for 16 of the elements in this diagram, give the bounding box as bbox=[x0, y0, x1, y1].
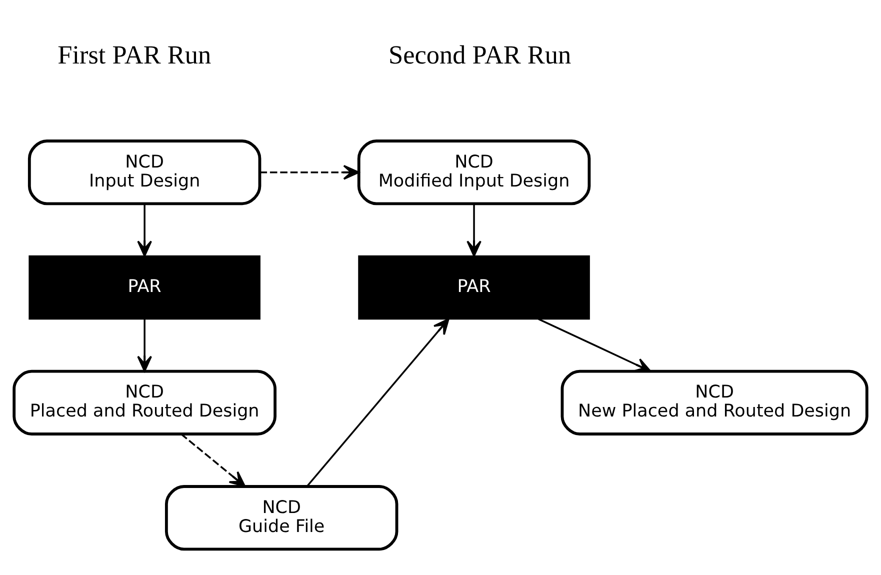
arrow bbox=[180, 434, 246, 488]
node-box: NCD Input Design bbox=[28, 140, 262, 206]
label: First PAR Run bbox=[58, 40, 212, 70]
arrow bbox=[260, 164, 360, 180]
arrow bbox=[538, 318, 652, 372]
arrow bbox=[466, 204, 482, 257]
node-box: PAR bbox=[28, 255, 260, 320]
arrow bbox=[137, 319, 152, 372]
arrow bbox=[306, 318, 450, 487]
node-box: NCD Guide File bbox=[164, 485, 398, 551]
label: Second PAR Run bbox=[388, 40, 572, 70]
node-box: PAR bbox=[358, 255, 590, 320]
node-box: NCD Modified Input Design bbox=[357, 140, 591, 206]
node-box: NCD Placed and Routed Design bbox=[12, 370, 276, 436]
node-box: NCD New Placed and Routed Design bbox=[560, 370, 868, 436]
arrow bbox=[137, 204, 152, 257]
